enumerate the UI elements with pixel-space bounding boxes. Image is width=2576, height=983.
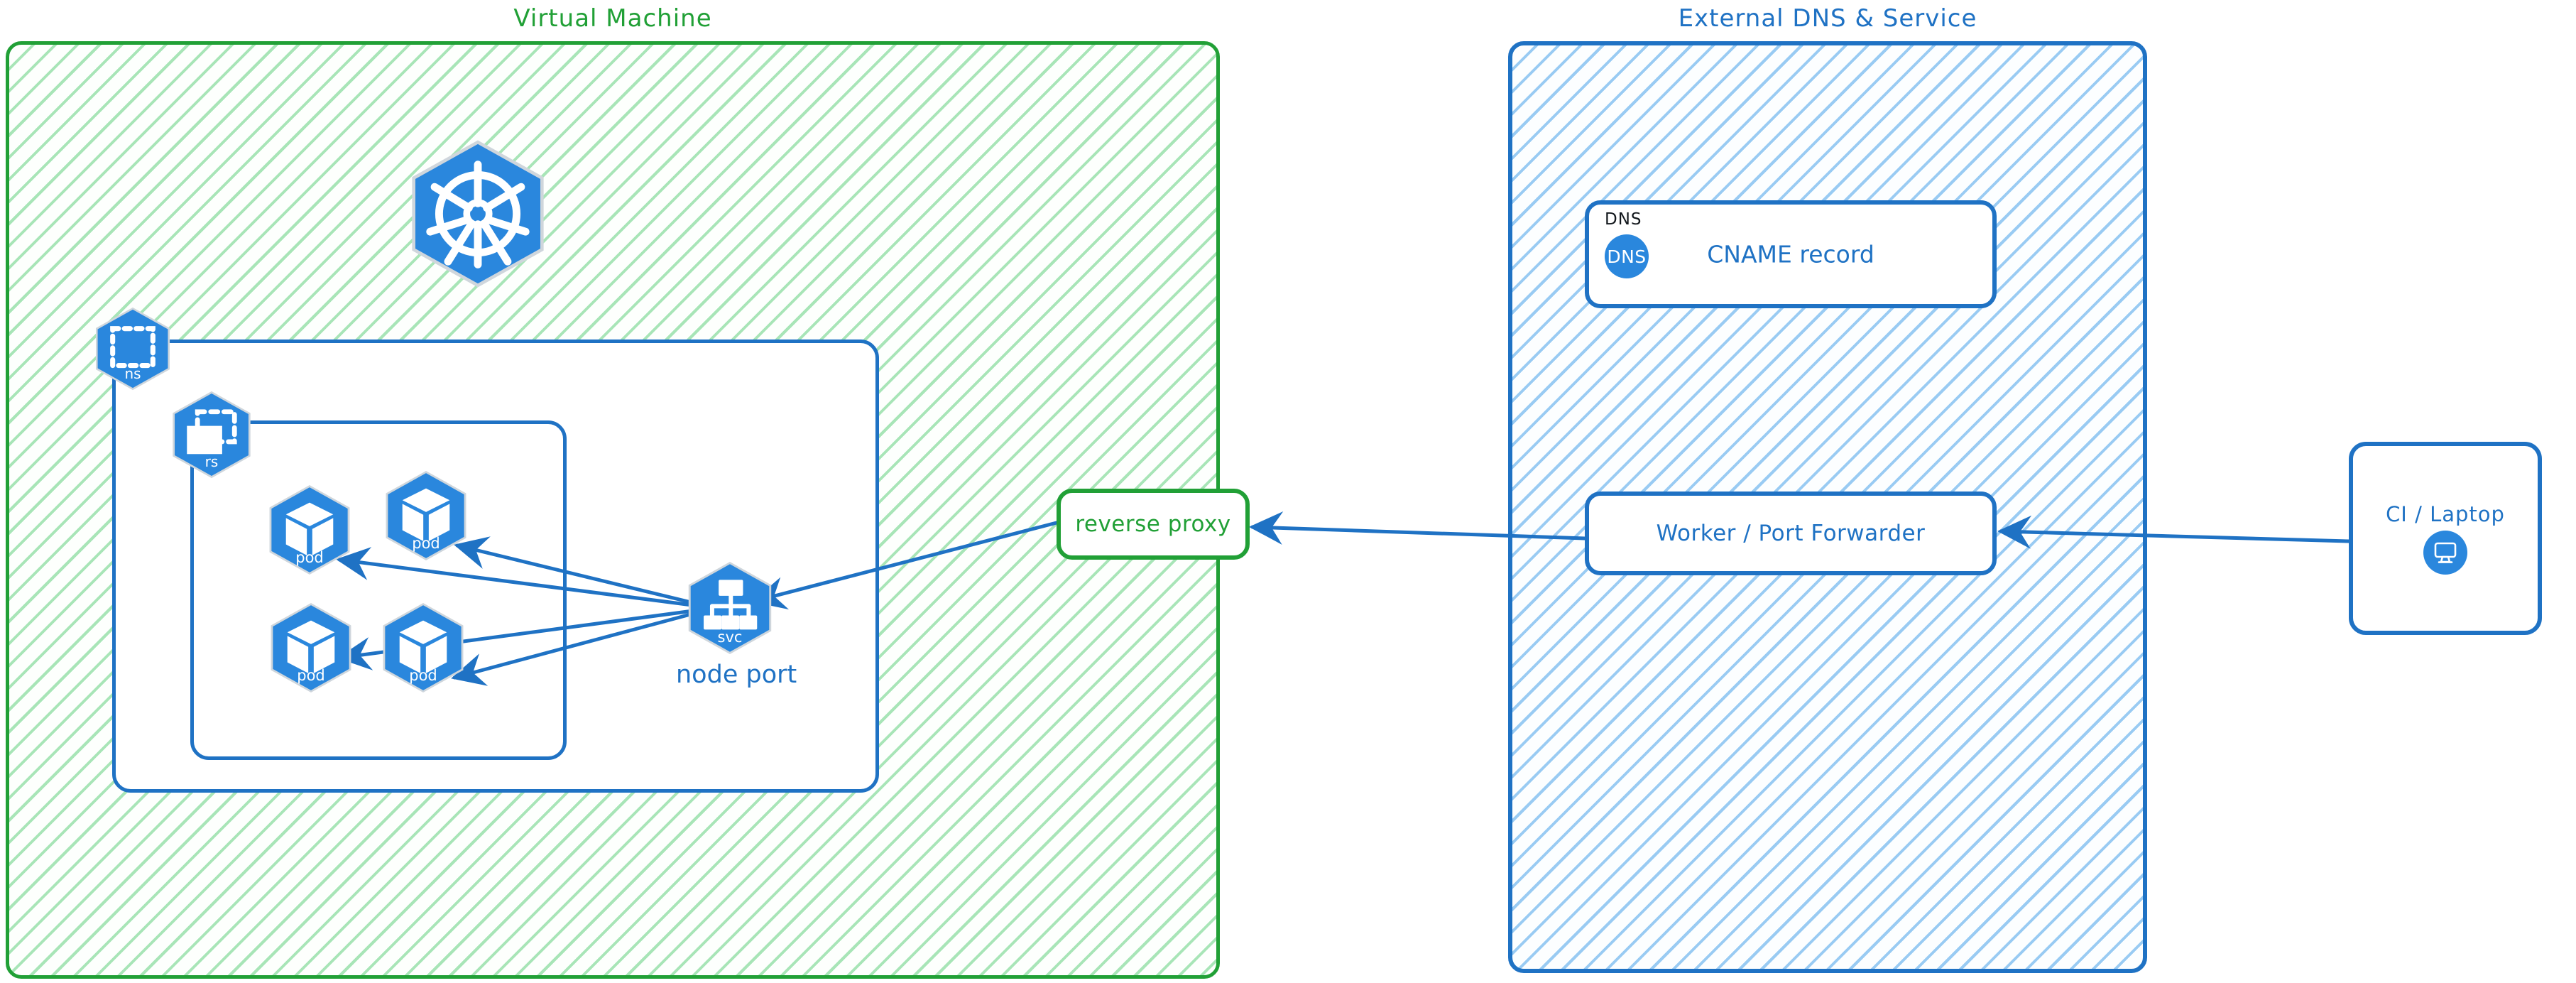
rs-badge-icon: rs <box>168 391 256 479</box>
dns-kind-label: DNS <box>1605 210 1642 229</box>
dns-badge-icon: DNS <box>1605 234 1649 278</box>
pod-4-icon: pod <box>378 602 469 693</box>
k8s-logo-icon <box>403 139 552 288</box>
reverse-proxy-label: reverse proxy <box>1075 511 1231 537</box>
node-port-label: node port <box>676 661 797 689</box>
group-virtual-machine-title: Virtual Machine <box>513 4 712 33</box>
group-external-dns-service-title: External DNS & Service <box>1678 4 1977 33</box>
pod-3-icon: pod <box>266 602 356 693</box>
ns-badge-icon: ns <box>91 307 175 391</box>
cname-record-card[interactable]: DNS DNS CNAME record <box>1585 200 1997 308</box>
worker-port-forwarder-card[interactable]: Worker / Port Forwarder <box>1585 492 1997 575</box>
desktop-monitor-icon <box>2423 531 2467 575</box>
worker-port-forwarder-label: Worker / Port Forwarder <box>1656 521 1926 546</box>
cname-record-label: CNAME record <box>1707 240 1874 268</box>
pod-2-icon: pod <box>381 470 471 561</box>
reverse-proxy-card[interactable]: reverse proxy <box>1057 489 1250 560</box>
svc-node-icon: svc <box>683 561 777 655</box>
pod-1-icon: pod <box>264 484 355 575</box>
ci-laptop-card[interactable]: CI / Laptop <box>2349 442 2542 635</box>
ci-laptop-label: CI / Laptop <box>2386 502 2505 526</box>
